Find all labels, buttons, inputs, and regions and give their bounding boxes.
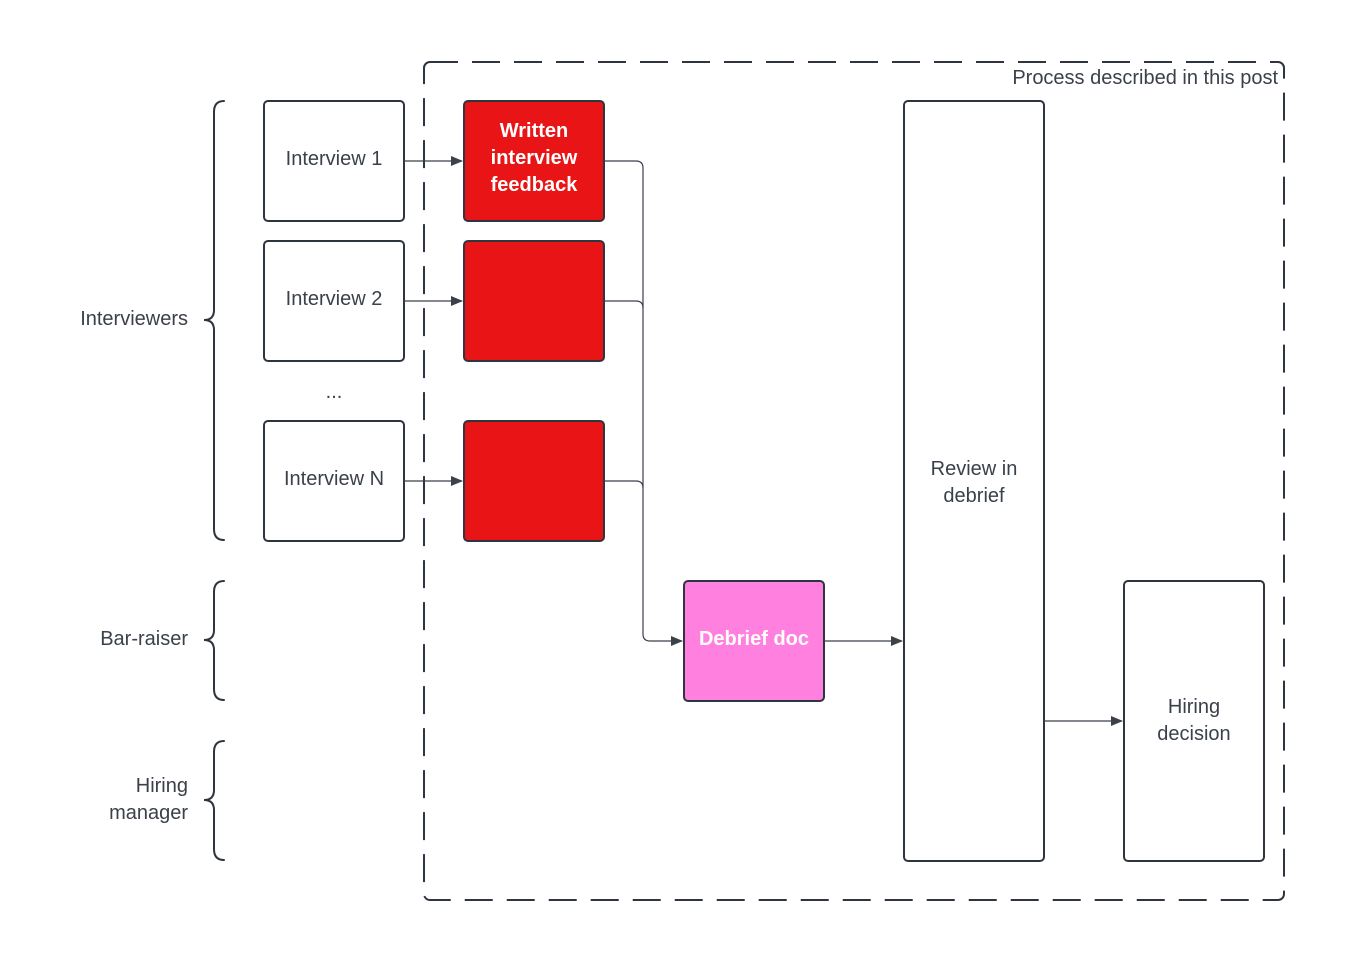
interview-1-label-line-1: Interview 1 (286, 148, 383, 170)
connector-feedback-1-to-debrief (604, 160, 683, 646)
interview-2-label: Interview 2 (286, 288, 383, 310)
feedback-label-line-2: interview (491, 147, 578, 169)
hiring-manager-label: Hiring manager (109, 775, 188, 824)
interviewers-label-line-1: Interviewers (80, 308, 188, 330)
debrief-doc-label-line-1: Debrief doc (699, 628, 809, 650)
process-frame-label: Process described in this post (1012, 67, 1278, 89)
bar-raiser-label-line-1: Bar-raiser (100, 628, 188, 650)
feedback-label: Written interview feedback (491, 120, 579, 196)
feedback-box-2[interactable] (463, 240, 605, 362)
interview-n-label: Interview N (284, 468, 384, 490)
feedback-label-line-1: Written (500, 120, 569, 142)
hiring-decision-label: Hiring decision (1157, 696, 1230, 745)
bar-raiser-brace (203, 580, 225, 701)
hiring-manager-label-line-2: manager (109, 802, 188, 824)
interviewers-brace (203, 100, 225, 541)
hiring-manager-brace (203, 740, 225, 861)
hiring-decision-box[interactable] (1123, 580, 1265, 862)
connector-feedback-n-to-debrief (604, 480, 644, 489)
interview-ellipsis: ... (326, 381, 343, 403)
interview-n-label-line-1: Interview N (284, 468, 384, 490)
bar-raiser-label: Bar-raiser (100, 628, 188, 650)
review-label: Review in debrief (931, 458, 1018, 507)
feedback-box-n[interactable] (463, 420, 605, 542)
process-frame-label-line-1: Process described in this post (1012, 67, 1278, 89)
interview-1-label: Interview 1 (286, 148, 383, 170)
debrief-doc-label: Debrief doc (699, 628, 809, 650)
hiring-decision-label-line-2: decision (1157, 723, 1230, 745)
hiring-decision-label-line-1: Hiring (1168, 696, 1220, 718)
review-box[interactable] (903, 100, 1045, 862)
review-label-line-1: Review in (931, 458, 1018, 480)
connector-feedback-2-to-debrief (604, 300, 644, 309)
interview-ellipsis-line-1: ... (326, 381, 343, 403)
hiring-manager-label-line-1: Hiring (136, 775, 188, 797)
review-label-line-2: debrief (943, 485, 1005, 507)
interview-2-label-line-1: Interview 2 (286, 288, 383, 310)
feedback-label-line-3: feedback (491, 174, 579, 196)
interviewers-label: Interviewers (80, 308, 188, 330)
